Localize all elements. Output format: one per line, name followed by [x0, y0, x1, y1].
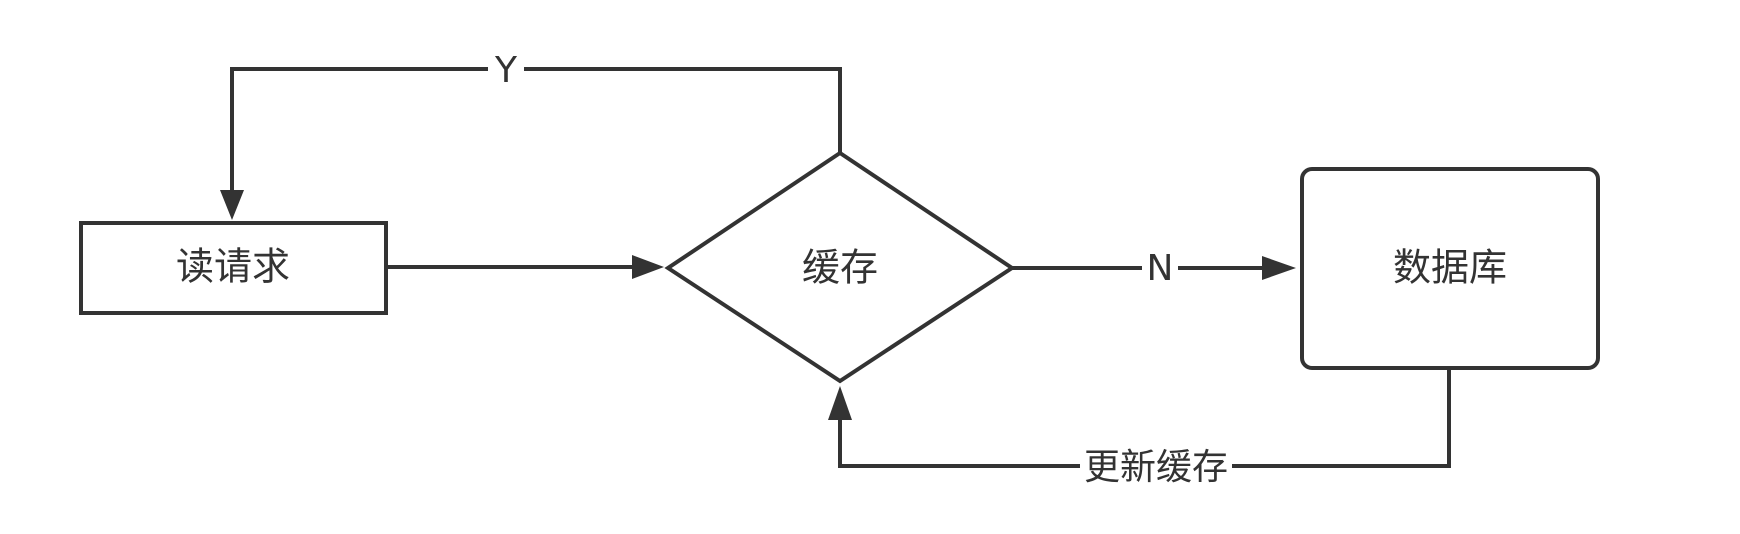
edge-cache-hit: Y: [220, 50, 842, 220]
read-request-box: [79, 221, 388, 315]
database-box: [1300, 167, 1600, 370]
edge-update-cache-label: 更新缓存: [1084, 447, 1228, 488]
cache-diamond: [664, 150, 1016, 384]
edge-cache-miss: N: [1012, 248, 1296, 289]
edge-cache-hit-arrowhead: [220, 190, 244, 220]
read-request-label: 读请求: [176, 245, 290, 289]
node-database: 数据库: [1300, 167, 1600, 370]
edge-request-to-cache-arrowhead: [632, 255, 664, 279]
database-label: 数据库: [1393, 246, 1507, 290]
edge-request-to-cache: [386, 255, 664, 279]
edge-cache-miss-arrowhead: [1262, 256, 1296, 280]
edge-cache-miss-label: N: [1147, 248, 1174, 289]
edge-cache-hit-line: [230, 67, 842, 192]
node-read-request: 读请求: [79, 221, 388, 315]
cache-label: 缓存: [802, 246, 878, 290]
edge-update-cache-arrowhead: [828, 386, 852, 420]
edge-update-cache: 更新缓存: [828, 368, 1451, 488]
edge-cache-hit-label: Y: [494, 50, 518, 91]
node-cache: 缓存: [664, 150, 1016, 384]
